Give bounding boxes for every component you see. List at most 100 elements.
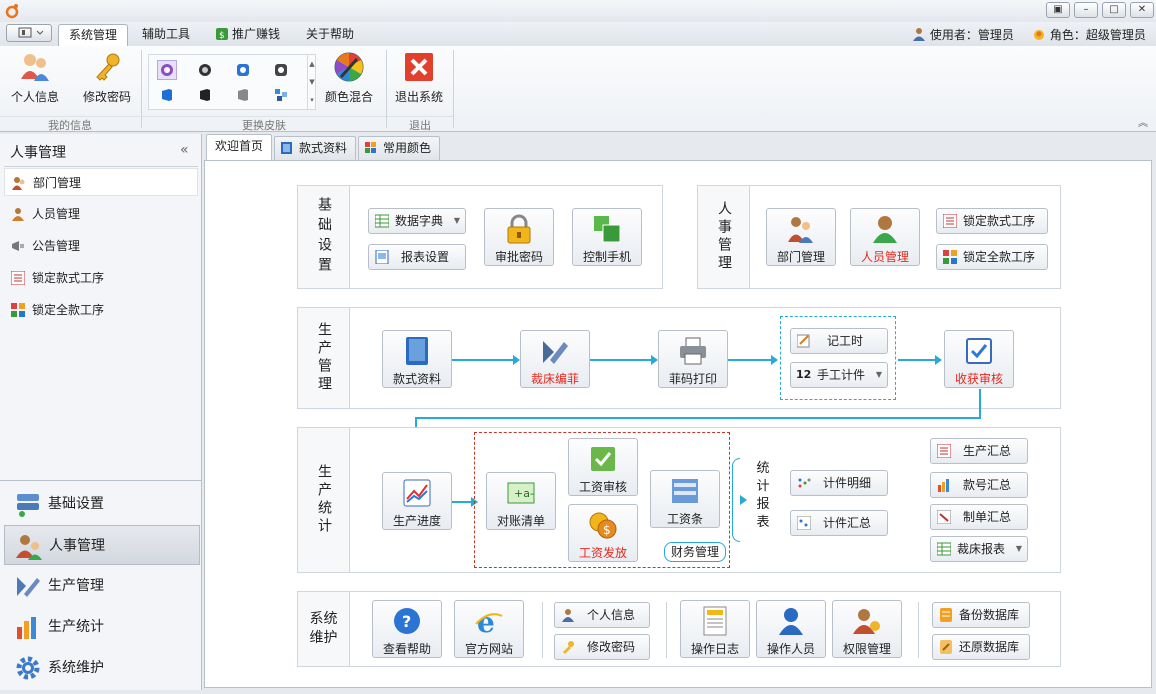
data-dict-button[interactable]: 数据字典▼ xyxy=(368,208,466,234)
wage-pay-button[interactable]: $ 工资发放 xyxy=(568,504,638,562)
reconcile-button[interactable]: +a- 对账清单 xyxy=(486,472,556,530)
sidebar-item-staff[interactable]: 人员管理 xyxy=(4,200,198,228)
menu-tab-help[interactable]: 关于帮助 xyxy=(306,27,355,41)
tab-common-colors[interactable]: 常用颜色 xyxy=(358,136,441,160)
menu-tab-tools[interactable]: 辅助工具 xyxy=(142,27,191,41)
close-window-button[interactable]: ✕ xyxy=(1130,2,1154,18)
collapse-sidebar-icon[interactable]: « xyxy=(180,142,189,158)
skin-option[interactable] xyxy=(271,60,291,80)
skin-option[interactable] xyxy=(233,85,253,105)
report-icon xyxy=(375,250,389,264)
button-label: 部门管理 xyxy=(776,250,825,264)
nav-hr-management[interactable]: 人事管理 xyxy=(4,525,200,565)
maximize-button[interactable]: □ xyxy=(1102,2,1126,18)
skin-option[interactable] xyxy=(233,60,253,80)
approval-password-button[interactable]: 审批密码 xyxy=(484,208,554,266)
flow-arrow xyxy=(728,359,772,361)
style-summary-button[interactable]: 款号汇总 xyxy=(930,472,1028,498)
menu-tab-promote[interactable]: $ 推广赚钱 xyxy=(206,24,290,46)
skin-option[interactable] xyxy=(195,60,215,80)
fullscreen-button[interactable]: ▣ xyxy=(1046,2,1070,18)
backup-db-button[interactable]: 备份数据库 xyxy=(932,602,1030,628)
tab-welcome[interactable]: 欢迎首页 xyxy=(206,134,273,160)
ribbon-separator xyxy=(453,50,454,128)
skin-option[interactable] xyxy=(157,85,177,105)
skin-option[interactable] xyxy=(157,60,177,80)
nav-production-management[interactable]: 生产管理 xyxy=(4,566,200,606)
skin-option[interactable] xyxy=(195,85,215,105)
skin-option[interactable] xyxy=(271,85,291,105)
record-time-button[interactable]: 记工时 xyxy=(790,328,888,354)
collapse-ribbon-icon[interactable]: ︽ xyxy=(1138,118,1148,129)
group-caption-exit: 退出 xyxy=(387,116,453,132)
minimize-button[interactable]: – xyxy=(1074,2,1098,18)
sidebar-item-notice[interactable]: 公告管理 xyxy=(4,232,198,260)
change-password-button[interactable]: 修改密码 xyxy=(76,50,138,105)
style-data-button[interactable]: 款式资料 xyxy=(382,330,452,388)
control-phone-button[interactable]: 控制手机 xyxy=(572,208,642,266)
hr-lock-all-button[interactable]: 锁定全款工序 xyxy=(936,244,1048,270)
book-icon xyxy=(406,337,428,365)
role-info: 角色：超级管理员 xyxy=(1032,26,1146,43)
bar-chart-icon xyxy=(17,617,36,639)
staff-person-icon xyxy=(873,216,897,243)
flow-arrowhead xyxy=(935,355,942,365)
table-icon xyxy=(375,214,389,228)
maintenance-separator xyxy=(542,602,543,658)
print-code-button[interactable]: 菲码打印 xyxy=(658,330,728,388)
piece-detail-button[interactable]: 计件明细 xyxy=(790,470,888,496)
personal-info-button[interactable]: 个人信息 xyxy=(4,50,66,105)
button-label: 操作日志 xyxy=(690,642,739,656)
sidebar-item-dept[interactable]: 部门管理 xyxy=(4,168,198,196)
skin-gallery-scroll[interactable]: ▲▼▾ xyxy=(307,55,316,109)
hr-dept-button[interactable]: 部门管理 xyxy=(766,208,836,266)
website-button[interactable]: e 官方网站 xyxy=(454,600,524,658)
sidebar-item-lock-all[interactable]: 锁定全款工序 xyxy=(4,296,198,324)
cutting-report-button[interactable]: 裁床报表▼ xyxy=(930,536,1028,562)
log-icon xyxy=(703,606,727,636)
checkbox-icon xyxy=(966,338,992,364)
tab-style-data[interactable]: 款式资料 xyxy=(274,136,357,160)
receive-audit-button[interactable]: 收获审核 xyxy=(944,330,1014,388)
tab-label: 款式资料 xyxy=(299,141,348,155)
piece-summary-button[interactable]: 计件汇总 xyxy=(790,510,888,536)
hr-lock-style-button[interactable]: 锁定款式工序 xyxy=(936,208,1048,234)
lock-icon xyxy=(507,214,531,244)
app-menu-button[interactable] xyxy=(6,24,52,42)
help-button[interactable]: ? 查看帮助 xyxy=(372,600,442,658)
menu-tab-system[interactable]: 系统管理 xyxy=(58,24,129,46)
sidebar-item-lock-style[interactable]: 锁定款式工序 xyxy=(4,264,198,292)
office-skin-icon xyxy=(275,64,287,76)
restore-db-button[interactable]: 还原数据库 xyxy=(932,634,1030,660)
gear-icon xyxy=(16,656,40,680)
panel-label: 系统维护 xyxy=(298,592,350,666)
hr-people-icon xyxy=(16,535,42,560)
user-info: 使用者：管理员 xyxy=(912,26,1014,43)
wage-audit-button[interactable]: 工资审核 xyxy=(568,438,638,496)
nav-production-statistics[interactable]: 生产统计 xyxy=(4,607,200,647)
finance-callout[interactable]: 财务管理 xyxy=(664,542,726,562)
color-mix-button[interactable]: 颜色混合 xyxy=(318,50,380,105)
production-summary-button[interactable]: 生产汇总 xyxy=(930,438,1028,464)
nav-system-maintenance[interactable]: 系统维护 xyxy=(4,648,200,688)
person-icon xyxy=(562,609,574,622)
nav-basic-settings[interactable]: 基础设置 xyxy=(4,484,200,524)
maint-personal-info-button[interactable]: 个人信息 xyxy=(554,602,650,628)
exit-system-button[interactable]: 退出系统 xyxy=(390,50,448,105)
ribbon-separator xyxy=(386,50,387,128)
button-label: 制单汇总 xyxy=(963,510,1012,524)
coins-icon: $ xyxy=(589,512,617,539)
button-label: 生产进度 xyxy=(392,514,441,528)
payslip-button[interactable]: 工资条 xyxy=(650,470,720,528)
maint-change-password-button[interactable]: 修改密码 xyxy=(554,634,650,660)
nav-label: 人事管理 xyxy=(49,538,105,554)
hr-staff-button[interactable]: 人员管理 xyxy=(850,208,920,266)
operation-log-button[interactable]: 操作日志 xyxy=(680,600,750,658)
order-summary-button[interactable]: 制单汇总 xyxy=(930,504,1028,530)
cutting-button[interactable]: 裁床编菲 xyxy=(520,330,590,388)
permissions-button[interactable]: 权限管理 xyxy=(832,600,902,658)
operators-button[interactable]: 操作人员 xyxy=(756,600,826,658)
report-settings-button[interactable]: 报表设置 xyxy=(368,244,466,270)
manual-piece-button[interactable]: 12 手工计件▼ xyxy=(790,362,888,388)
progress-button[interactable]: 生产进度 xyxy=(382,472,452,530)
